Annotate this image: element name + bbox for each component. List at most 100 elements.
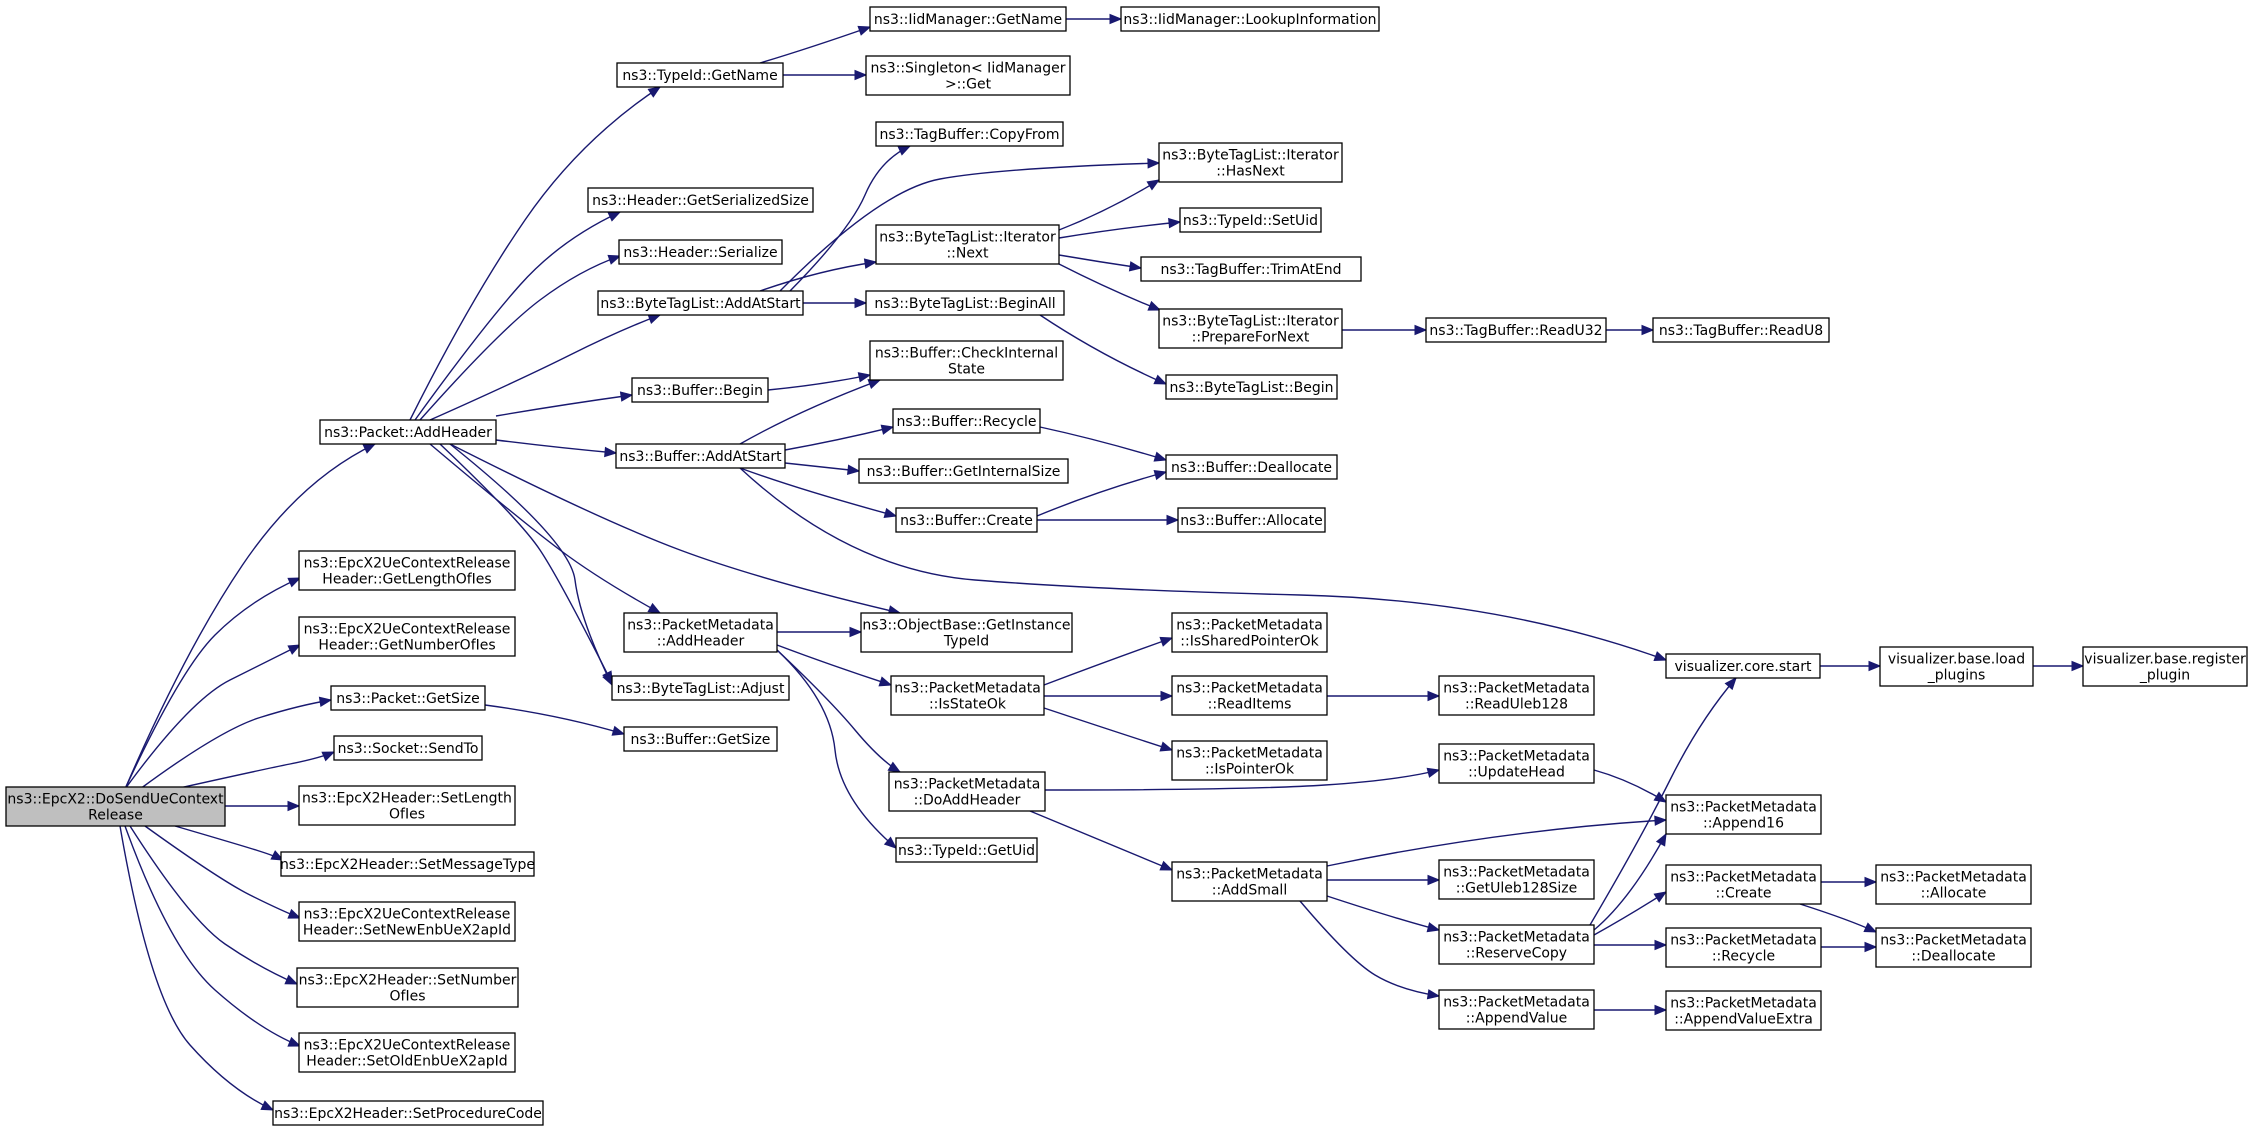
node-hdrSerSize[interactable]: ns3::Header::GetSerializedSize <box>587 187 814 213</box>
node-box[interactable] <box>888 771 1046 812</box>
node-box[interactable] <box>875 224 1060 265</box>
node-box[interactable] <box>1171 612 1328 653</box>
node-box[interactable] <box>1665 864 1822 905</box>
node-btlAdjust[interactable]: ns3::ByteTagList::Adjust <box>611 675 790 701</box>
node-box[interactable] <box>1879 646 2034 687</box>
node-box[interactable] <box>869 6 1067 32</box>
node-tbTrim[interactable]: ns3::TagBuffer::TrimAtEnd <box>1140 256 1362 282</box>
node-iidLookup[interactable]: ns3::IidManager::LookupInformation <box>1120 6 1380 32</box>
node-bufCreate[interactable]: ns3::Buffer::Create <box>895 507 1038 533</box>
node-sendTo[interactable]: ns3::Socket::SendTo <box>333 735 483 761</box>
node-box[interactable] <box>1171 675 1328 716</box>
node-pmDealloc[interactable]: ns3::PacketMetadata::Deallocate <box>1875 927 2032 968</box>
node-bufAddAtStart[interactable]: ns3::Buffer::AddAtStart <box>615 443 786 469</box>
node-box[interactable] <box>631 377 769 403</box>
node-tbCopyFrom[interactable]: ns3::TagBuffer::CopyFrom <box>875 121 1064 147</box>
node-box[interactable] <box>319 419 497 445</box>
node-pmAddHeader[interactable]: ns3::PacketMetadata::AddHeader <box>623 612 778 653</box>
node-box[interactable] <box>597 290 804 316</box>
node-singleton[interactable]: ns3::Singleton< IidManager>::Get <box>865 55 1071 96</box>
node-box[interactable] <box>1158 308 1343 349</box>
node-getLenIes[interactable]: ns3::EpcX2UeContextReleaseHeader::GetLen… <box>298 550 516 591</box>
node-box[interactable] <box>1165 454 1338 480</box>
node-setNewEnb[interactable]: ns3::EpcX2UeContextReleaseHeader::SetNew… <box>298 901 516 942</box>
node-box[interactable] <box>1665 990 1822 1031</box>
node-pmResCopy[interactable]: ns3::PacketMetadata::ReserveCopy <box>1438 924 1595 965</box>
node-vizLoad[interactable]: visualizer.base.load_plugins <box>1879 646 2034 687</box>
node-hdrSer[interactable]: ns3::Header::Serialize <box>618 239 783 265</box>
node-addHeader[interactable]: ns3::Packet::AddHeader <box>319 419 497 445</box>
node-iidGetName[interactable]: ns3::IidManager::GetName <box>869 6 1067 32</box>
node-tbReadU8[interactable]: ns3::TagBuffer::ReadU8 <box>1652 317 1830 343</box>
node-box[interactable] <box>296 967 519 1008</box>
node-box[interactable] <box>1120 6 1380 32</box>
node-box[interactable] <box>1438 859 1595 900</box>
node-box[interactable] <box>1165 374 1338 400</box>
node-typeSetUid[interactable]: ns3::TypeId::SetUid <box>1179 207 1322 233</box>
node-setMsgType[interactable]: ns3::EpcX2Header::SetMessageType <box>280 851 535 877</box>
node-box[interactable] <box>1438 924 1595 965</box>
node-box[interactable] <box>611 675 790 701</box>
node-pmRecycle[interactable]: ns3::PacketMetadata::Recycle <box>1665 927 1822 968</box>
node-typeGetUid[interactable]: ns3::TypeId::GetUid <box>895 837 1038 863</box>
node-box[interactable] <box>892 408 1041 434</box>
node-box[interactable] <box>615 443 786 469</box>
node-box[interactable] <box>587 187 814 213</box>
node-bufDealloc[interactable]: ns3::Buffer::Deallocate <box>1165 454 1338 480</box>
node-bufRecycle[interactable]: ns3::Buffer::Recycle <box>892 408 1041 434</box>
node-btlBegin[interactable]: ns3::ByteTagList::Begin <box>1165 374 1338 400</box>
node-box[interactable] <box>1875 864 2032 905</box>
node-getNumIes[interactable]: ns3::EpcX2UeContextReleaseHeader::GetNum… <box>298 616 516 657</box>
node-vizReg[interactable]: visualizer.base.register_plugin <box>2082 646 2248 687</box>
node-box[interactable] <box>875 121 1064 147</box>
node-box[interactable] <box>895 507 1038 533</box>
node-btlAddAtStart[interactable]: ns3::ByteTagList::AddAtStart <box>597 290 804 316</box>
node-pmReadUleb[interactable]: ns3::PacketMetadata::ReadUleb128 <box>1438 675 1595 716</box>
node-pmAppVal[interactable]: ns3::PacketMetadata::AppendValue <box>1438 989 1595 1030</box>
node-box[interactable] <box>1179 207 1322 233</box>
node-typeGetName[interactable]: ns3::TypeId::GetName <box>616 62 784 88</box>
node-box[interactable] <box>623 726 778 752</box>
node-box[interactable] <box>298 1032 516 1073</box>
node-bufBegin[interactable]: ns3::Buffer::Begin <box>631 377 769 403</box>
node-box[interactable] <box>298 901 516 942</box>
node-box[interactable] <box>298 550 516 591</box>
node-pmIsStateOk[interactable]: ns3::PacketMetadata::IsStateOk <box>890 675 1045 716</box>
node-box[interactable] <box>272 1100 544 1126</box>
node-btlBeginAll[interactable]: ns3::ByteTagList::BeginAll <box>865 290 1065 316</box>
node-pmGetUleb[interactable]: ns3::PacketMetadata::GetUleb128Size <box>1438 859 1595 900</box>
node-bufGetSize[interactable]: ns3::Buffer::GetSize <box>623 726 778 752</box>
node-pmIsShared[interactable]: ns3::PacketMetadata::IsSharedPointerOk <box>1171 612 1328 653</box>
node-box[interactable] <box>1665 794 1822 835</box>
node-setOldEnb[interactable]: ns3::EpcX2UeContextReleaseHeader::SetOld… <box>298 1032 516 1073</box>
node-bufAlloc[interactable]: ns3::Buffer::Allocate <box>1177 507 1326 533</box>
node-vizStart[interactable]: visualizer.core.start <box>1665 653 1821 679</box>
node-pmApp16[interactable]: ns3::PacketMetadata::Append16 <box>1665 794 1822 835</box>
node-box[interactable] <box>895 837 1038 863</box>
node-btlItPrep[interactable]: ns3::ByteTagList::Iterator::PrepareForNe… <box>1158 308 1343 349</box>
node-box[interactable] <box>333 735 483 761</box>
node-box[interactable] <box>616 62 784 88</box>
node-box[interactable] <box>1177 507 1326 533</box>
node-pmAlloc[interactable]: ns3::PacketMetadata::Allocate <box>1875 864 2032 905</box>
node-box[interactable] <box>623 612 778 653</box>
node-box[interactable] <box>1425 317 1607 343</box>
node-box[interactable] <box>1158 142 1343 183</box>
node-btlItHasNext[interactable]: ns3::ByteTagList::Iterator::HasNext <box>1158 142 1343 183</box>
node-setProc[interactable]: ns3::EpcX2Header::SetProcedureCode <box>272 1100 544 1126</box>
node-box[interactable] <box>618 239 783 265</box>
node-box[interactable] <box>1438 743 1595 784</box>
node-box[interactable] <box>1438 675 1595 716</box>
node-box[interactable] <box>865 55 1071 96</box>
node-btlItNext[interactable]: ns3::ByteTagList::Iterator::Next <box>875 224 1060 265</box>
node-box[interactable] <box>1652 317 1830 343</box>
node-pmCreate[interactable]: ns3::PacketMetadata::Create <box>1665 864 1822 905</box>
node-box[interactable] <box>330 685 486 711</box>
node-pmReadItems[interactable]: ns3::PacketMetadata::ReadItems <box>1171 675 1328 716</box>
node-bufGetIntSize[interactable]: ns3::Buffer::GetInternalSize <box>858 458 1069 484</box>
node-pmUpdHead[interactable]: ns3::PacketMetadata::UpdateHead <box>1438 743 1595 784</box>
